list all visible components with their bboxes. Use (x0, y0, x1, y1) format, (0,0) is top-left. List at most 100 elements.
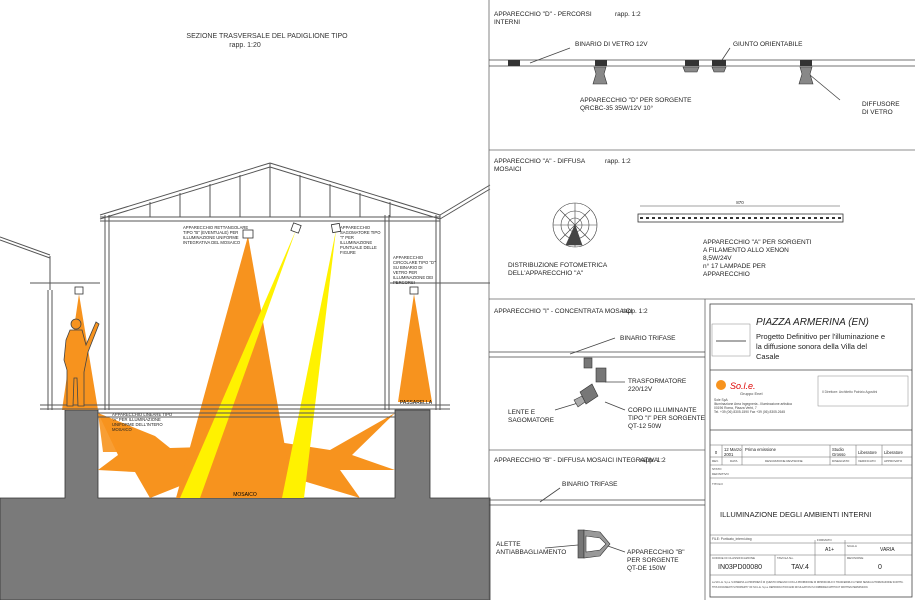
scala-label: SCALA (847, 544, 857, 548)
panel-b-sorgente-2: PER SORGENTE (627, 557, 679, 564)
company-logo-sub: Gruppo Enel (740, 391, 763, 396)
fixture-rect (242, 229, 254, 239)
label-linear-4: MOSAICO (112, 427, 133, 432)
rev-desc: Prima emissione (745, 447, 777, 452)
company-line2: Illuminazione Area Ingegneria - Illumina… (714, 402, 792, 406)
panel-a-sorgenti-3: 8,5W/24V (703, 255, 732, 262)
mosaico-label: MOSAICO (233, 492, 257, 498)
label-sag-6: FIGURE (340, 250, 356, 255)
panel-a-sorgenti-4: n° 17 LAMPADE PER (703, 262, 766, 270)
panel-i-lente-1: LENTE E (508, 409, 536, 416)
rev-header-desc: DESCRIZIONE REVISIONE (765, 459, 803, 463)
rev-value: 0 (715, 450, 718, 455)
panel-i-corpo-3: QT-12 50W (628, 423, 662, 430)
panel-b-alette-1: ALETTE (496, 541, 521, 548)
rev-header-rev: REV. (712, 459, 719, 463)
panel-a-distribuzione-2: DELL'APPARECCHIO "A" (508, 270, 584, 277)
yellow-beam-right (282, 230, 336, 498)
right-side-cone (398, 294, 432, 402)
linear-fixture-a: 870 (637, 200, 844, 223)
panel-b-title: APPARECCHIO "B" - DIFFUSA MOSAICI INTEGR… (494, 457, 659, 464)
yellow-beam-left (180, 230, 296, 498)
fixture-d-2 (682, 66, 727, 73)
panel-i-lente-2: SAGOMATORE (508, 417, 555, 424)
project-title: PIAZZA ARMERINA (EN) (756, 317, 869, 328)
panel-a-title: APPARECCHIO "A" - DIFFUSA (494, 158, 586, 165)
label-linear-3: UNIFORME DELL'INTERO (112, 422, 163, 427)
codice-label: CODICE DI CLASSIFICAZIONE (712, 556, 755, 560)
panel-a-sorgenti-2: A FILAMENTO ALLO XENON (703, 247, 789, 254)
panel-a-sorgenti-5: APPARECCHIO (703, 271, 750, 278)
rev-header-checked: VERIFICATO (858, 459, 876, 463)
label-rect-3: ILLUMINAZIONE UNIFORME (183, 235, 239, 240)
titolo-label: TITOLO (712, 482, 723, 486)
panel-i-trasformatore-1: TRASFORMATORE (628, 378, 687, 385)
label-right-3: SU BINARIO DI (393, 265, 423, 270)
fixture-b (577, 529, 611, 559)
fixture-left (74, 286, 84, 295)
photometric-diagram (552, 202, 598, 248)
panel-d-title: APPARECCHIO "D" - PERCORSI (494, 11, 592, 18)
label-sag-2: SAGOMATORE TIPO (340, 230, 381, 235)
orange-light-cone (176, 236, 294, 498)
panel-i-trasformatore-2: 220/12V (628, 386, 653, 393)
panel-a-dim: 870 (736, 200, 744, 205)
label-sag-5: PUNTUALE DELLE (340, 245, 377, 250)
panel-d-diffusore-2: DI VETRO (862, 109, 893, 116)
codice-value: IN03PD00080 (718, 564, 762, 571)
rev-header-date: DATA (730, 459, 738, 463)
file-label: FILE: Porticato_interni.dwg (712, 537, 752, 541)
stato-label: STATO (712, 467, 722, 471)
company-line3: 00196 Roma, Piazza Verbi, 7 (714, 406, 757, 410)
formato-value: A1+ (825, 547, 834, 553)
panel-b-sorgente-3: QT-DE 150W (627, 565, 667, 572)
panel-i-scale: rapp. 1:2 (622, 308, 648, 315)
label-right-4: VETRO PER (393, 270, 417, 275)
fixture-d-1 (592, 66, 608, 85)
label-right-1: APPARECCHIO (393, 255, 424, 260)
panel-d-scale: rapp. 1:2 (615, 11, 641, 18)
revisione-value: 0 (878, 564, 882, 571)
label-rect-1: APPARECCHIO RETTANGOLARE (183, 225, 248, 230)
revisione-label: REVISIONE (847, 556, 863, 560)
fixture-d-3 (798, 66, 814, 85)
label-rect-4: INTEGRATIVA DEL MOSAICO (183, 240, 241, 245)
fixture-right (409, 286, 419, 295)
project-desc-1: Progetto Definitivo per l'illuminazione … (756, 332, 885, 341)
section-drawing: SEZIONE TRASVERSALE DEL PADIGLIONE TIPO … (0, 33, 491, 601)
rev-approved: Liberatore (884, 450, 904, 455)
label-sag-3: "I" PER (340, 235, 354, 240)
panel-a-subtitle: MOSAICI (494, 166, 522, 173)
panel-i-title: APPARECCHIO "I" - CONCENTRATA MOSAICI (494, 308, 632, 315)
rev-header-drawn: DISEGNATO (832, 459, 850, 463)
panel-d-subtitle: INTERNI (494, 19, 520, 26)
section-title: SEZIONE TRASVERSALE DEL PADIGLIONE TIPO (186, 33, 348, 40)
fixture-i (573, 357, 607, 408)
drawing-title: ILLUMINAZIONE DEGLI AMBIENTI INTERNI (720, 510, 871, 519)
title-block: PIAZZA ARMERINA (EN) Progetto Definitivo… (709, 303, 913, 598)
stato-value: DEFINITIVO (712, 472, 730, 476)
rev-date-1: 12 Marzo (724, 447, 742, 452)
rev-drawn-2: Grosso (832, 452, 846, 457)
panel-a: APPARECCHIO "A" - DIFFUSA rapp. 1:2 MOSA… (494, 158, 844, 278)
label-rect-2: TIPO "B" (EVENTUALE) PER (183, 230, 238, 235)
panel-b-sorgente-1: APPARECCHIO "B" (627, 549, 685, 556)
panel-b-alette-2: ANTIABBAGLIAMENTO (496, 549, 566, 556)
tavola-label: TAVOLA No. (777, 556, 794, 560)
panel-b-binario: BINARIO TRIFASE (562, 481, 618, 488)
panel-i-corpo-2: TIPO "I" PER SORGENTE (628, 415, 706, 422)
project-desc-2: la diffusione sonora della Villa del (756, 342, 867, 351)
company-line1: Sole SpA (714, 398, 729, 402)
panel-d-diffusore-1: DIFFUSORE (862, 101, 900, 108)
label-right-2: CIRCOLARE TIPO "D" (393, 260, 436, 265)
label-sag-4: ILLUMINAZIONE (340, 240, 372, 245)
scala-value: VARIA (880, 547, 895, 553)
rev-header-approved: APPROVATO (884, 459, 903, 463)
label-linear-1: APPARECCHIO LINEARE TIPO (112, 412, 173, 417)
stamp-text: Il Direttore: Architetto Patrizio Agosti… (822, 390, 877, 394)
panel-d-binario: BINARIO DI VETRO 12V (575, 41, 648, 48)
footer-line2: THIS DOCUMENT IS PROPERTY OF SO.L.E. S.p… (712, 586, 868, 589)
rev-date-2: 2001 (724, 452, 734, 457)
panel-d-giunto: GIUNTO ORIENTABILE (733, 41, 803, 48)
